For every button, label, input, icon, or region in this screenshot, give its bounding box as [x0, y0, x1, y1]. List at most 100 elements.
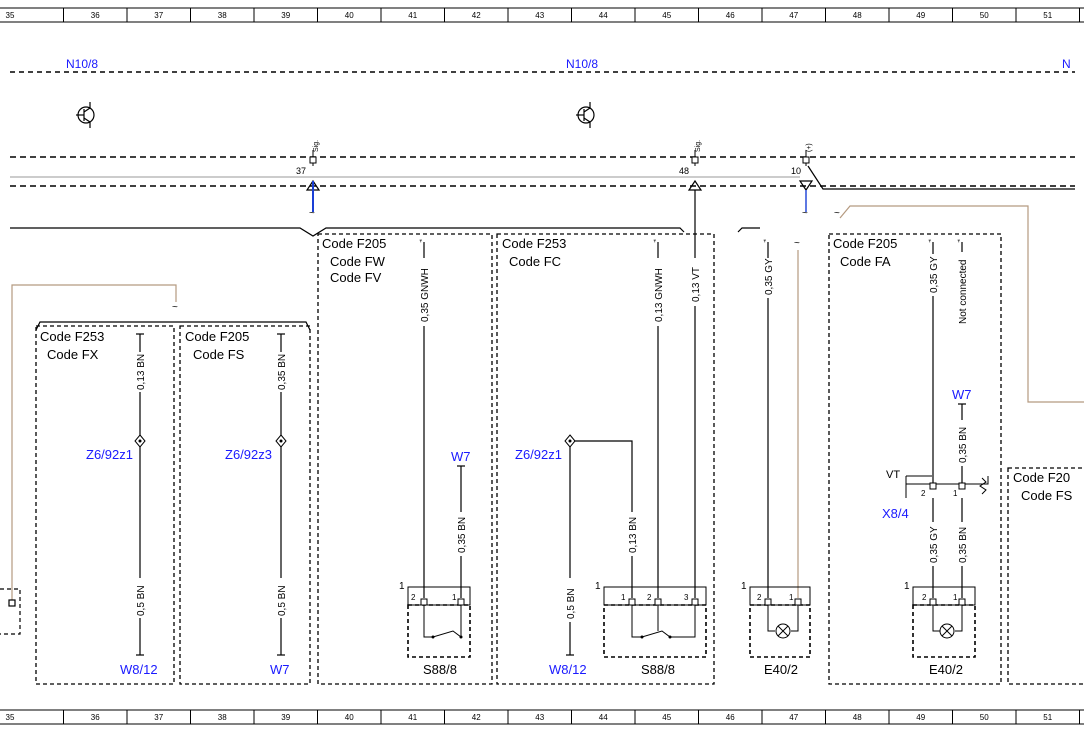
- switch-s88-8-left: [407, 586, 471, 658]
- wire-label: 0,35 GY: [929, 526, 940, 563]
- pin-number: 10: [791, 166, 801, 176]
- code-box-fx: [35, 325, 175, 685]
- module-label-center: N10/8: [566, 57, 598, 71]
- pin-number: 2: [922, 593, 927, 602]
- ruler-number: 50: [980, 11, 989, 20]
- svg-text:ᐪ: ᐪ: [419, 238, 423, 248]
- ruler-number: 51: [1043, 11, 1052, 20]
- bus-pin-37: 37 Sig. ~: [296, 140, 321, 219]
- ref-label: W7: [952, 387, 972, 402]
- wire-label: 0,13 BN: [136, 354, 147, 390]
- wire-label: 0,35 BN: [277, 354, 288, 390]
- pin-label: (+): [806, 143, 813, 152]
- pin-number: 2: [647, 593, 652, 602]
- code-label: Code F205: [833, 236, 897, 251]
- ruler-number: 47: [789, 11, 798, 20]
- wire-label: 0,35 BN: [958, 527, 969, 563]
- code-box-fs: [179, 325, 311, 685]
- wire-label: 0,5 BN: [277, 585, 288, 616]
- code-label: Code FC: [509, 254, 561, 269]
- ruler-number: 43: [535, 11, 544, 20]
- wire-label: 0,13 VT: [691, 267, 702, 302]
- ref-label: W7: [270, 662, 290, 677]
- code-box-fc: [496, 233, 715, 685]
- code-label: Code FS: [1021, 488, 1073, 503]
- lamp-e40-2-right: [912, 586, 976, 658]
- pin-number: 3: [684, 593, 689, 602]
- component-label: S88/8: [641, 662, 675, 677]
- pin-number: 48: [679, 166, 689, 176]
- connector-x8-4: [905, 475, 989, 498]
- switch-s88-8-right: [603, 586, 707, 658]
- code-label: Code F253: [40, 329, 104, 344]
- svg-text:ᐪ: ᐪ: [763, 238, 767, 248]
- ruler-number: 43: [535, 713, 544, 722]
- module-label-right: N: [1062, 57, 1071, 71]
- wire-label: 0,35 GY: [764, 258, 775, 295]
- ruler-number: 40: [345, 11, 354, 20]
- ruler-number: 49: [916, 713, 925, 722]
- pin-number: 2: [757, 593, 762, 602]
- pin-number: 1: [904, 581, 910, 592]
- pin-number: 37: [296, 166, 306, 176]
- transistor-icon: [576, 102, 595, 128]
- code-label: Code FV: [330, 270, 382, 285]
- ruler-number: 49: [916, 11, 925, 20]
- code-box-fw: [317, 233, 493, 685]
- ruler-number: 46: [726, 713, 735, 722]
- wire-label: 0,5 BN: [136, 585, 147, 616]
- code-box-right: [1007, 467, 1084, 685]
- wire-label: Not connected: [958, 260, 969, 325]
- svg-text:~: ~: [802, 208, 808, 219]
- wire-label: 0,5 BN: [566, 588, 577, 619]
- code-label: Code FW: [330, 254, 386, 269]
- code-label: Code F253: [502, 236, 566, 251]
- ground-marks: [136, 333, 966, 656]
- component-label: E40/2: [929, 662, 963, 677]
- ruler-number: 36: [91, 11, 100, 20]
- ruler-number: 45: [662, 713, 671, 722]
- ref-label: W8/12: [120, 662, 158, 677]
- bus-pin-48: 48 Sig.: [679, 140, 703, 191]
- code-label: Code F20: [1013, 470, 1070, 485]
- ruler-number: 44: [599, 713, 608, 722]
- splice-icon: [134, 434, 146, 448]
- pin-number: 1: [399, 581, 405, 592]
- component-label: S88/8: [423, 662, 457, 677]
- ref-label: W7: [451, 449, 471, 464]
- wire-label: 0,35 BN: [958, 427, 969, 463]
- code-box-fa: [828, 233, 1002, 685]
- ruler-number: 40: [345, 713, 354, 722]
- pin-number: 1: [953, 593, 958, 602]
- wire-lines: [139, 190, 963, 655]
- ruler-number: 39: [281, 11, 290, 20]
- svg-text:~: ~: [309, 208, 315, 219]
- supply-wire: [807, 165, 1075, 190]
- svg-text:~: ~: [172, 302, 178, 313]
- pin-number: 1: [789, 593, 794, 602]
- pin-number: 1: [595, 581, 601, 592]
- ruler-number: 44: [599, 11, 608, 20]
- ruler-number: 41: [408, 713, 417, 722]
- pin-number: 1: [741, 581, 747, 592]
- ref-label: X8/4: [882, 506, 909, 521]
- pin-label: Sig.: [313, 140, 320, 152]
- ruler-number: 45: [662, 11, 671, 20]
- code-label: Code F205: [185, 329, 249, 344]
- ruler-number: 37: [154, 11, 163, 20]
- ruler-number: 46: [726, 11, 735, 20]
- ruler-number: 35: [6, 713, 15, 722]
- code-label: Code F205: [322, 236, 386, 251]
- ruler-number: 38: [218, 11, 227, 20]
- ref-label: Z6/92z1: [515, 447, 562, 462]
- branch-line: [10, 227, 685, 237]
- connector-fragment: [0, 588, 21, 635]
- ruler-number: 48: [853, 713, 862, 722]
- splice-icon: [564, 434, 576, 448]
- ruler-number: 50: [980, 713, 989, 722]
- tan-wire: [839, 205, 1084, 403]
- wire-label: 0,13 GNWH: [654, 268, 665, 322]
- ruler-number: 48: [853, 11, 862, 20]
- pin-number: 2: [411, 593, 416, 602]
